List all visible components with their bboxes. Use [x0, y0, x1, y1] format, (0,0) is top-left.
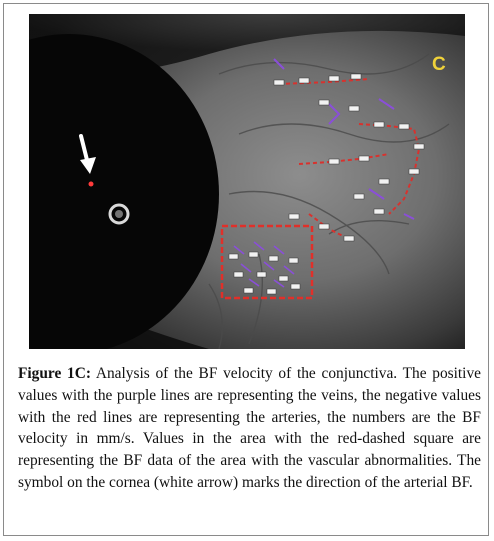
caption-text: Analysis of the BF velocity of the conju… [18, 365, 481, 491]
velocity-value-tags [273, 73, 425, 242]
bf-direction-marker [88, 181, 94, 187]
cornea [29, 34, 219, 349]
roi-measurements [228, 241, 301, 295]
white-arrow-icon [79, 134, 96, 174]
eye-photo-svg [29, 14, 465, 349]
roi-dashed-square [220, 224, 314, 300]
figure-caption: Figure 1C: Analysis of the BF velocity o… [18, 363, 481, 494]
figure-frame: C Figure 1C: Analysis of the BF velocity… [3, 3, 489, 536]
panel-letter: C [432, 54, 446, 75]
caption-label: Figure 1C: [18, 365, 91, 382]
corneal-reflex [108, 203, 130, 225]
vein-traces [273, 58, 415, 220]
blood-vessels [208, 53, 450, 349]
conjunctiva-image: C [29, 14, 465, 349]
